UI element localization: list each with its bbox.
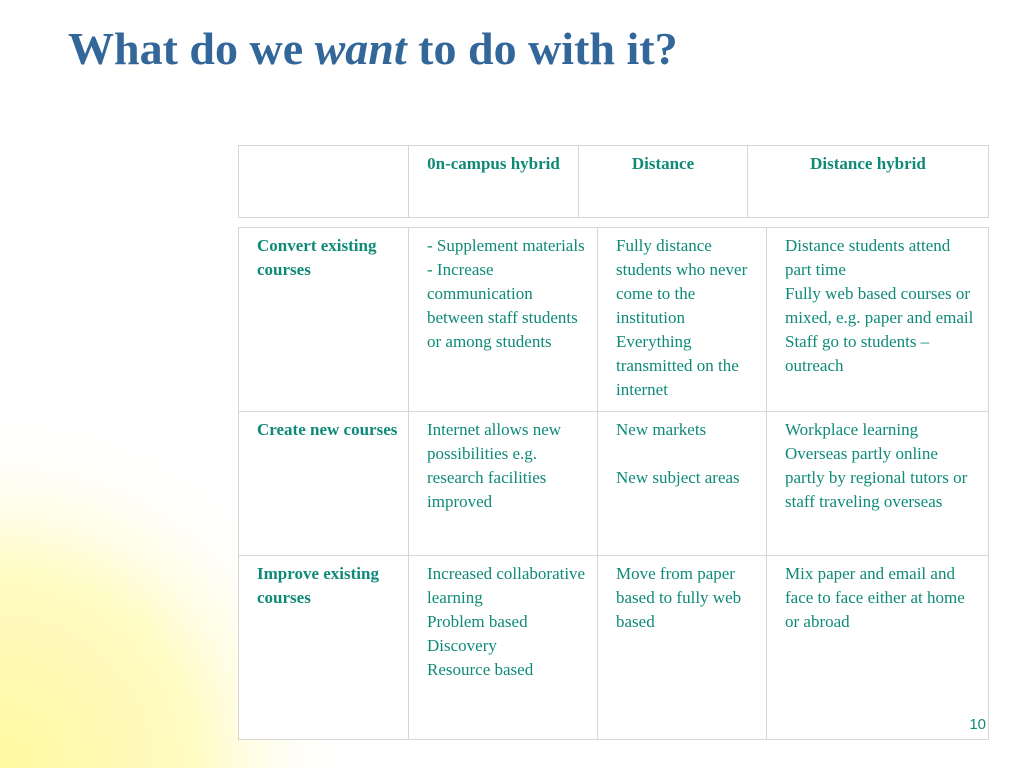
title-before: What do we xyxy=(68,23,315,74)
header-table: 0n-campus hybrid Distance Distance hybri… xyxy=(238,145,989,218)
page-number: 10 xyxy=(969,716,986,733)
title-emphasis: want xyxy=(314,23,407,74)
header-row: 0n-campus hybrid Distance Distance hybri… xyxy=(238,145,989,218)
row-label: Create new courses xyxy=(238,411,409,556)
title-after: to do with it? xyxy=(406,23,678,74)
cell-distance: Fully distance students who never come t… xyxy=(597,227,767,412)
header-distance: Distance xyxy=(578,145,748,218)
table-row: Create new courses Internet allows new p… xyxy=(238,411,989,556)
cell-on-campus: Internet allows new possibilities e.g. r… xyxy=(408,411,598,556)
cell-distance: New markets New subject areas xyxy=(597,411,767,556)
row-label: Improve existing courses xyxy=(238,555,409,740)
cell-distance: Move from paper based to fully web based xyxy=(597,555,767,740)
content-table: Convert existing courses - Supplement ma… xyxy=(238,227,989,740)
row-label: Convert existing courses xyxy=(238,227,409,412)
header-distance-hybrid: Distance hybrid xyxy=(747,145,989,218)
cell-on-campus: - Supplement materials - Increase commun… xyxy=(408,227,598,412)
cell-distance-hybrid: Mix paper and email and face to face eit… xyxy=(766,555,989,740)
cell-on-campus: Increased collaborative learning Problem… xyxy=(408,555,598,740)
cell-distance-hybrid: Distance students attend part time Fully… xyxy=(766,227,989,412)
slide-title: What do we want to do with it? xyxy=(68,22,678,75)
header-on-campus-hybrid: 0n-campus hybrid xyxy=(408,145,579,218)
table-row: Convert existing courses - Supplement ma… xyxy=(238,227,989,412)
cell-distance-hybrid: Workplace learning Overseas partly onlin… xyxy=(766,411,989,556)
table-row: Improve existing courses Increased colla… xyxy=(238,555,989,740)
header-empty-cell xyxy=(238,145,409,218)
